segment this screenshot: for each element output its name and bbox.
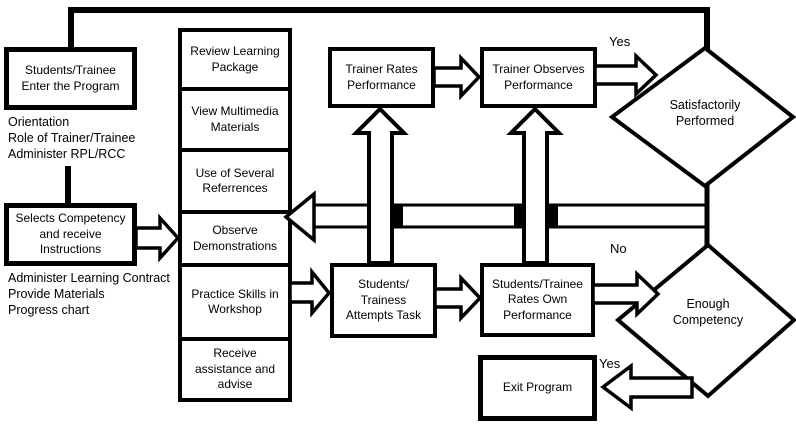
node-text: Review Learning xyxy=(190,44,280,58)
yes-label-top: Yes xyxy=(609,34,631,49)
node-students-attempts-task: Students/ Trainess Attempts Task xyxy=(330,263,437,338)
satisfactorily-performed-label: Satisfactorily Performed xyxy=(640,97,770,129)
node-exit-program: Exit Program xyxy=(478,355,597,421)
selects-to-column-arrow xyxy=(134,213,181,263)
node-text: Receive xyxy=(213,346,257,361)
node-text: Rates Own xyxy=(507,292,568,307)
node-text: Students/ xyxy=(358,277,409,292)
node-text: Enter the Program xyxy=(21,78,120,93)
node-text: Package xyxy=(211,59,259,74)
feedback-arrow-shaft xyxy=(306,203,708,229)
selects-competency-notes: Administer Learning Contract Provide Mat… xyxy=(8,270,170,318)
node-practice-skills-workshop: Practice Skills in Workshop xyxy=(178,263,292,341)
node-enter-program: Students/Trainee Enter the Program xyxy=(4,47,137,110)
feedback-shaft-cap-3 xyxy=(549,204,558,228)
node-text: Practice Skills in xyxy=(191,286,279,301)
node-text: Attempts Task xyxy=(345,308,422,323)
note-text: Administer Learning Contract xyxy=(8,271,170,285)
node-text: Enough xyxy=(686,297,730,311)
node-text: Students/Trainee xyxy=(492,276,583,291)
node-text: Workshop xyxy=(208,302,262,316)
node-text: Trainess xyxy=(360,292,407,307)
ratesown-to-trainer-observes-arrow xyxy=(506,106,564,265)
node-text: Exit Program xyxy=(502,380,573,395)
note-text: Administer RPL/RCC xyxy=(8,147,126,161)
enough-competency-label: Enough Competency xyxy=(643,296,773,328)
node-rates-own-performance: Students/Trainee Rates Own Performance xyxy=(480,263,595,337)
rates-to-observes-arrow xyxy=(432,53,482,101)
note-text: Role of Trainer/Trainee xyxy=(8,131,136,145)
note-text: Orientation xyxy=(8,115,70,129)
node-text: and receive xyxy=(39,226,102,241)
node-text: Performance xyxy=(347,77,416,92)
node-text: Students/Trainee xyxy=(25,63,116,77)
enough-to-exit-arrow xyxy=(600,362,694,412)
node-text: Trainer Rates xyxy=(345,62,418,76)
note-text: Progress chart xyxy=(8,303,90,317)
node-text: Demonstrations xyxy=(192,238,278,253)
node-text: Competency xyxy=(672,313,744,327)
node-trainer-rates-performance: Trainer Rates Performance xyxy=(328,47,435,108)
node-text: Performed xyxy=(675,114,735,128)
node-text: Materials xyxy=(210,119,260,134)
feedback-shaft-cap-2 xyxy=(514,204,523,228)
node-text: Performance xyxy=(503,307,572,322)
yes-label-exit: Yes xyxy=(599,356,621,371)
node-text: Selects Competency xyxy=(15,211,126,226)
node-observe-demonstrations: Observe Demonstrations xyxy=(178,210,292,267)
node-review-learning-package: Review Learning Package xyxy=(178,28,292,91)
node-selects-competency: Selects Competency and receive Instructi… xyxy=(4,203,137,266)
node-text: advise xyxy=(217,377,253,392)
node-text: Performance xyxy=(504,77,573,92)
node-text: Instructions xyxy=(39,242,102,257)
node-receive-assistance: Receive assistance and advise xyxy=(178,337,292,402)
node-view-multimedia-materials: View Multimedia Materials xyxy=(178,87,292,152)
node-text: Satisfactorily xyxy=(669,98,741,112)
node-text: Referrences xyxy=(202,181,268,195)
note-text: Provide Materials xyxy=(8,287,105,301)
node-text: Trainer Observes xyxy=(492,62,585,76)
enter-program-notes: Orientation Role of Trainer/Trainee Admi… xyxy=(8,114,135,162)
attempts-to-ratesown-arrow xyxy=(433,273,483,323)
node-text: Use of Several xyxy=(195,165,275,180)
feedback-shaft-cap-1 xyxy=(394,204,403,228)
observes-to-satisfactorily-arrow xyxy=(593,51,659,99)
node-text: assistance and xyxy=(194,361,276,376)
node-text: Observe xyxy=(212,223,258,237)
no-label: No xyxy=(610,241,627,256)
node-text: View Multimedia xyxy=(191,104,279,118)
practice-to-attempts-arrow xyxy=(288,267,332,318)
attempts-to-trainer-rates-arrow xyxy=(351,106,409,265)
node-use-of-several-references: Use of Several Referrences xyxy=(178,148,292,214)
node-trainer-observes-performance: Trainer Observes Performance xyxy=(480,47,597,108)
